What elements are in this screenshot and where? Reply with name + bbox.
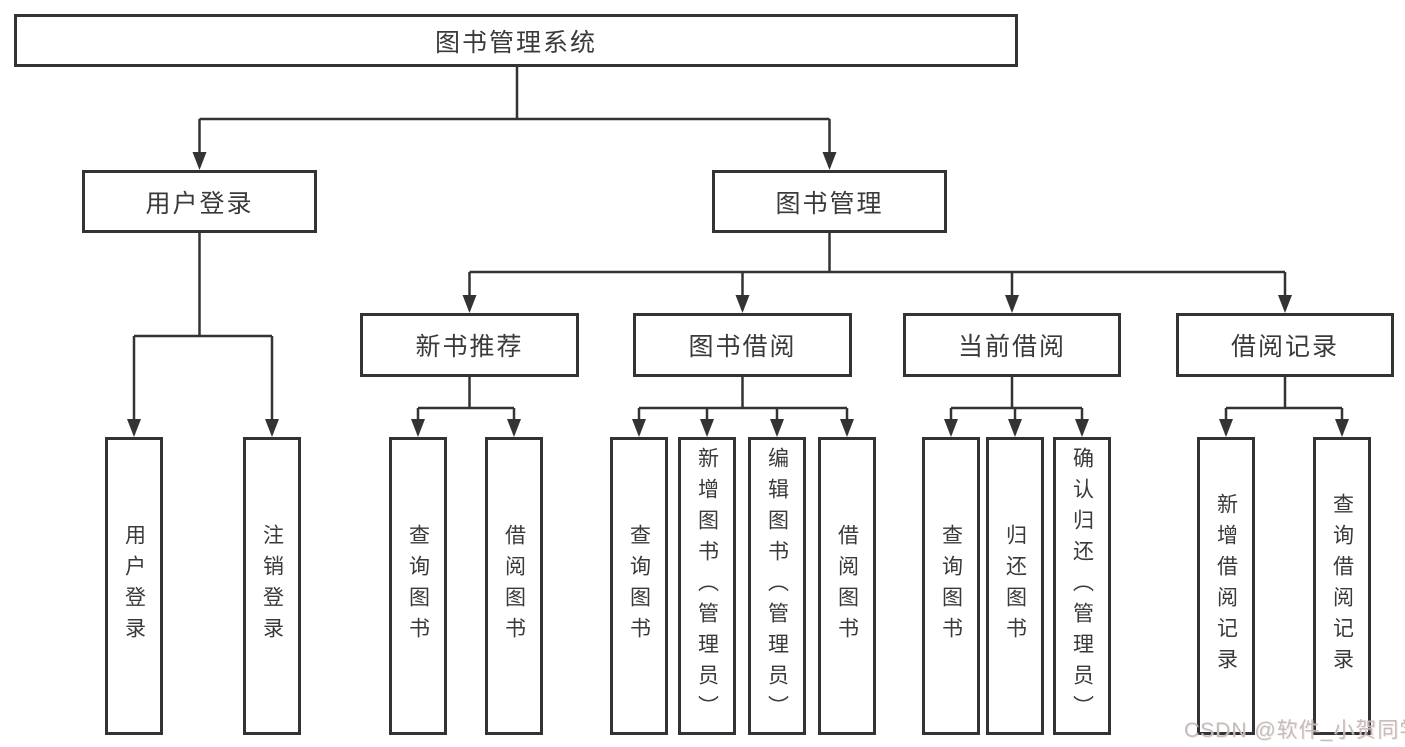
leaf-add-books-admin: 新增图书（管理员）	[678, 437, 736, 735]
leaf-logout: 注销登录	[243, 437, 301, 735]
node-label: 当前借阅	[957, 333, 1066, 361]
leaf-label: 查询借阅记录	[1330, 493, 1354, 679]
leaf-label: 编辑图书（管理员）	[765, 446, 789, 726]
node-borrow-record: 借阅记录	[1176, 313, 1394, 377]
leaf-label: 借阅图书	[835, 524, 859, 648]
node-root-system: 图书管理系统	[14, 14, 1018, 67]
leaf-add-borrow-record: 新增借阅记录	[1197, 437, 1255, 735]
node-label: 借阅记录	[1230, 333, 1339, 361]
leaf-borrow-books: 借阅图书	[818, 437, 876, 735]
node-book-management-branch: 图书管理	[712, 170, 947, 233]
csdn-watermark: CSDN @软件_小贺同学	[1184, 719, 1405, 742]
node-book-borrow: 图书借阅	[633, 313, 852, 377]
leaf-query-books-recommend: 查询图书	[389, 437, 447, 735]
node-new-book-recommend: 新书推荐	[360, 313, 579, 377]
leaf-query-books-current: 查询图书	[922, 437, 980, 735]
leaf-label: 查询图书	[627, 524, 651, 648]
leaf-query-books-borrow: 查询图书	[610, 437, 668, 735]
leaf-label: 归还图书	[1003, 524, 1027, 648]
leaf-label: 确认归还（管理员）	[1070, 446, 1094, 726]
leaf-label: 借阅图书	[502, 524, 526, 648]
leaf-confirm-return-admin: 确认归还（管理员）	[1053, 437, 1111, 735]
leaf-label: 用户登录	[122, 524, 146, 648]
leaf-user-login: 用户登录	[105, 437, 163, 735]
leaf-label: 查询图书	[406, 524, 430, 648]
leaf-label: 新增图书（管理员）	[695, 446, 719, 726]
leaf-label: 新增借阅记录	[1214, 493, 1238, 679]
node-label: 图书借阅	[688, 333, 797, 361]
leaf-edit-books-admin: 编辑图书（管理员）	[748, 437, 806, 735]
leaf-label: 注销登录	[260, 524, 284, 648]
node-root-label: 图书管理系统	[434, 28, 597, 57]
node-user-login-branch: 用户登录	[82, 170, 317, 233]
leaf-query-borrow-record: 查询借阅记录	[1313, 437, 1371, 735]
leaf-borrow-books-recommend: 借阅图书	[485, 437, 543, 735]
leaf-label: 查询图书	[939, 524, 963, 648]
node-label: 新书推荐	[415, 333, 524, 361]
node-label: 图书管理	[775, 189, 884, 218]
node-current-borrow: 当前借阅	[903, 313, 1121, 377]
node-label: 用户登录	[145, 189, 254, 218]
leaf-return-books: 归还图书	[986, 437, 1044, 735]
